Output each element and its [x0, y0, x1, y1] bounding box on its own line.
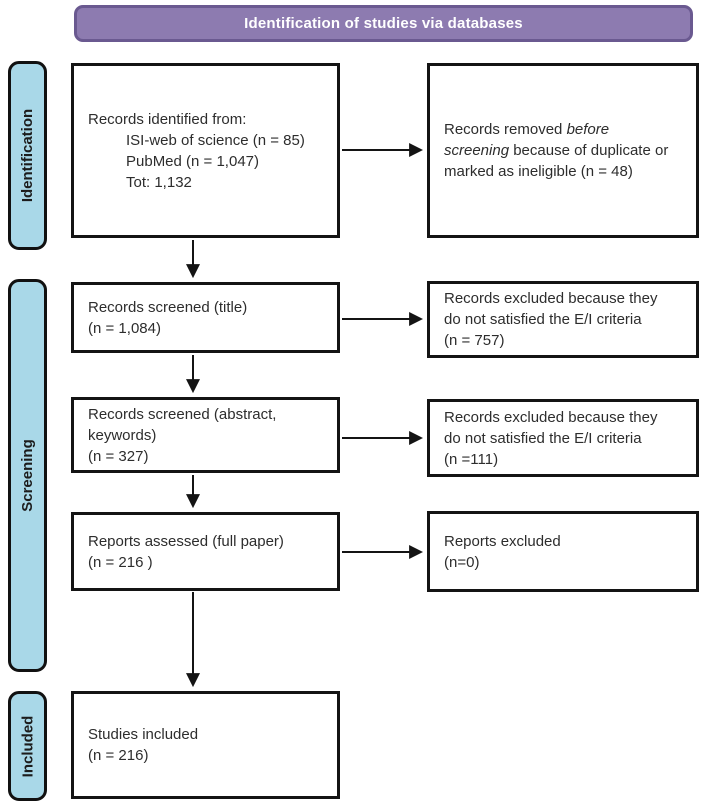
stage-label-screening: Screening: [8, 279, 47, 672]
records-excluded-abstract-line1: Records excluded because they: [444, 408, 658, 426]
records-removed-line1-text: Records removed: [444, 121, 567, 138]
stage-label-screening-text: Screening: [19, 439, 36, 512]
stage-label-included-text: Included: [19, 715, 37, 777]
banner-title: Identification of studies via databases: [244, 15, 523, 32]
box-records-screened-title: Records screened (title) (n = 1,084): [71, 282, 340, 353]
records-removed-line3: marked as ineligible (n = 48): [444, 163, 633, 180]
records-removed-line1-italic: before: [566, 121, 610, 138]
box-records-excluded-abstract: Records excluded because they do not sat…: [427, 399, 699, 477]
records-identified-source-isi: ISI-web of science (n = 85): [126, 131, 305, 149]
records-screened-title-line1: Records screened (title): [88, 298, 248, 316]
box-records-screened-abstract: Records screened (abstract, keywords) (n…: [71, 397, 340, 473]
stage-label-identification-text: Identification: [19, 108, 36, 203]
banner-identification-via-databases: Identification of studies via databases: [74, 5, 693, 42]
records-screened-abstract-count: (n = 327): [88, 447, 149, 465]
records-identified-total: Tot: 1,132: [126, 173, 192, 191]
records-excluded-abstract-count: (n =111): [444, 450, 499, 468]
studies-included-line1: Studies included: [88, 726, 199, 743]
records-removed-line2-text: because of duplicate or: [509, 142, 669, 159]
records-excluded-title-line2: do not satisfied the E/I criteria: [444, 311, 642, 328]
box-studies-included: Studies included (n = 216): [71, 691, 340, 799]
records-screened-abstract-line2: keywords): [88, 426, 157, 444]
reports-excluded-count: (n=0): [444, 553, 480, 571]
studies-included-count: (n = 216): [88, 747, 149, 764]
records-removed-line2: screening because of duplicate or: [444, 140, 686, 161]
box-records-removed-before-screening: Records removed before screening because…: [427, 63, 699, 238]
box-reports-assessed: Reports assessed (full paper) (n = 216 ): [71, 512, 340, 591]
reports-assessed-line1: Reports assessed (full paper): [88, 532, 284, 550]
reports-excluded-line1: Reports excluded: [444, 532, 561, 550]
records-screened-abstract-line1: Records screened (abstract,: [88, 405, 277, 423]
box-records-identified: Records identified from: ISI-web of scie…: [71, 63, 340, 238]
stage-label-identification: Identification: [8, 61, 47, 250]
records-removed-line1: Records removed before: [444, 119, 686, 140]
records-identified-source-pubmed: PubMed (n = 1,047): [126, 152, 260, 170]
records-excluded-title-count: (n = 757): [444, 332, 505, 349]
box-reports-excluded: Reports excluded (n=0): [427, 511, 699, 592]
records-identified-heading: Records identified from:: [88, 110, 247, 128]
records-screened-title-count: (n = 1,084): [88, 319, 161, 337]
reports-assessed-count: (n = 216 ): [88, 553, 153, 571]
stage-label-included: Included: [8, 691, 47, 801]
box-records-excluded-title: Records excluded because they do not sat…: [427, 281, 699, 358]
records-removed-line2-italic: screening: [444, 142, 510, 159]
records-excluded-abstract-line2: do not satisfied the E/I criteria: [444, 429, 642, 447]
records-excluded-title-line1: Records excluded because they: [444, 290, 658, 307]
